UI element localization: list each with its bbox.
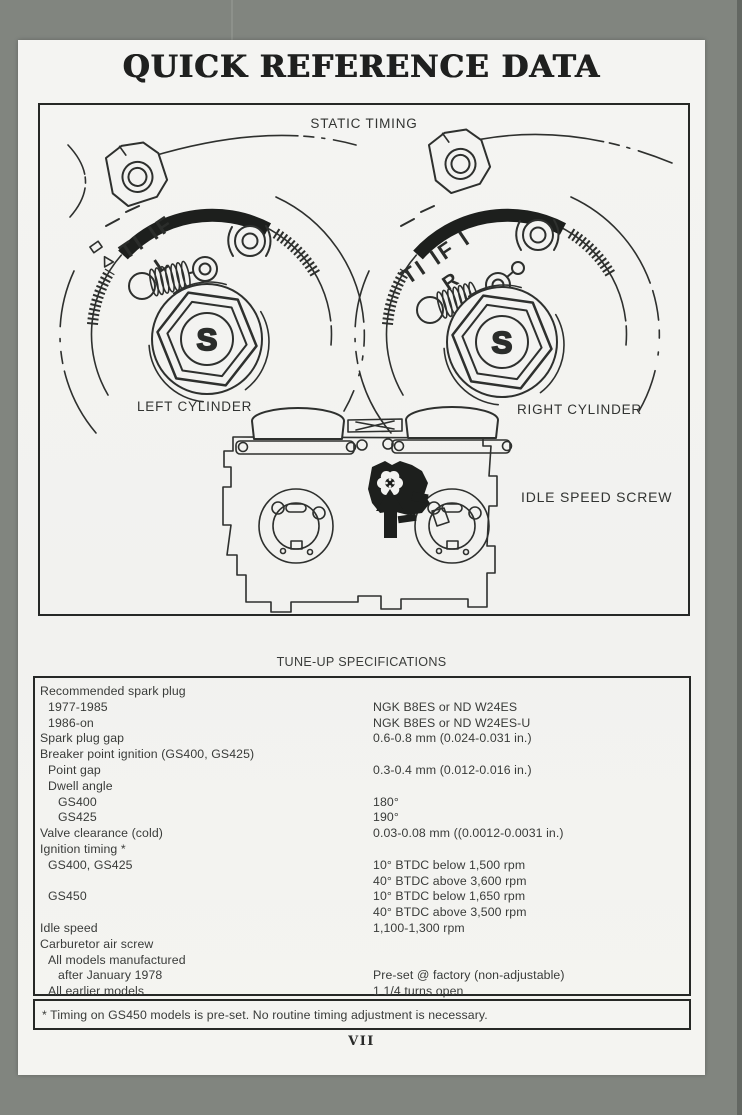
table-row: GS425 190° <box>35 810 689 826</box>
spec-table-heading: TUNE-UP SPECIFICATIONS <box>276 655 447 669</box>
pointer-arrow <box>376 489 404 538</box>
table-row: GS450 10° BTDC below 1,650 rpm <box>35 889 689 905</box>
spec-label: 1986-on <box>48 715 94 730</box>
scan-edge-shadow <box>737 0 742 1115</box>
diagram-heading: STATIC TIMING <box>310 116 418 131</box>
spec-value: 1,100-1,300 rpm <box>373 920 465 935</box>
table-row: Recommended spark plug <box>35 684 689 700</box>
spec-value: 180° <box>373 794 399 809</box>
table-row: Point gap 0.3-0.4 mm (0.012-0.016 in.) <box>35 763 689 779</box>
static-timing-figure: TI IF L <box>38 103 690 616</box>
right-cylinder-illustration: TI IF I R <box>354 128 673 434</box>
footnote-box: * Timing on GS450 models is pre-set. No … <box>33 999 691 1030</box>
table-row: after January 1978 Pre-set @ factory (non… <box>35 968 689 984</box>
spec-value: 10° BTDC below 1,500 rpm <box>373 857 526 872</box>
table-row: GS400 180° <box>35 795 689 811</box>
spec-label: Point gap <box>48 762 101 777</box>
spec-label: Valve clearance (cold) <box>40 826 163 841</box>
timing-marks-left: TI IF <box>115 210 179 264</box>
idle-speed-screw <box>368 461 450 527</box>
idle-screw-illustration <box>222 406 513 613</box>
left-cylinder-label: LEFT CYLINDER <box>137 399 253 414</box>
rotor-bolt-left: S <box>148 281 270 403</box>
spec-label: Recommended spark plug <box>40 684 186 698</box>
table-row: Carburetor air screw <box>35 937 689 953</box>
table-row: Ignition timing * <box>35 842 689 858</box>
suzuki-s-logo-left: S <box>197 322 218 357</box>
points-anchor-left <box>227 225 272 257</box>
spec-label: Spark plug gap <box>40 731 125 746</box>
manual-page: QUICK REFERENCE DATA <box>18 40 705 1075</box>
hatched-arc-left <box>382 268 410 326</box>
spec-label: after January 1978 <box>58 968 163 983</box>
hatched-arc-left <box>87 268 115 326</box>
spec-value: 40° BTDC above 3,600 rpm <box>373 873 527 888</box>
spec-value: 0.6-0.8 mm (0.024-0.031 in.) <box>373 731 532 746</box>
spec-value: NGK B8ES or ND W24ES <box>373 699 518 714</box>
timing-illustration: TI IF L <box>59 128 673 613</box>
spec-value: 0.03-0.08 mm ((0.0012-0.0031 in.) <box>373 826 564 841</box>
spec-label: Ignition timing * <box>40 841 126 856</box>
spec-label: Breaker point ignition (GS400, GS425) <box>40 747 255 762</box>
spec-label: All models manufactured <box>48 952 186 967</box>
cam-end-component-right <box>427 128 492 195</box>
spec-value: 40° BTDC above 3,500 rpm <box>373 905 527 920</box>
table-row: 1986-on NGK B8ES or ND W24ES-U <box>35 716 689 732</box>
table-row: Breaker point ignition (GS400, GS425) <box>35 747 689 763</box>
spec-label: GS425 <box>58 810 97 825</box>
page-title: QUICK REFERENCE DATA <box>122 49 601 85</box>
idle-speed-screw-label: IDLE SPEED SCREW <box>521 489 673 505</box>
cam-end-component-left <box>104 141 169 208</box>
table-row: 40° BTDC above 3,600 rpm <box>35 874 689 890</box>
spec-value: NGK B8ES or ND W24ES-U <box>373 715 531 730</box>
table-row: Valve clearance (cold) 0.03-0.08 mm ((0.0… <box>35 826 689 842</box>
table-row: All earlier models 1 1/4 turns open <box>35 984 689 1000</box>
left-cylinder-illustration: TI IF L <box>59 134 366 434</box>
rotor-bolt-right: S <box>443 284 565 406</box>
hatched-arc-right <box>567 228 616 278</box>
footnote-text: * Timing on GS450 models is pre-set. No … <box>42 1008 488 1022</box>
hatched-arc-right <box>272 228 321 278</box>
spec-label: GS400, GS425 <box>48 857 133 872</box>
page-number: VII <box>348 1034 375 1049</box>
spec-value: 0.3-0.4 mm (0.012-0.016 in.) <box>373 762 532 777</box>
points-anchor-right <box>515 219 560 251</box>
spec-value: 10° BTDC below 1,650 rpm <box>373 889 526 904</box>
table-row: Idle speed 1,100-1,300 rpm <box>35 921 689 937</box>
spec-label: All earlier models <box>48 984 145 999</box>
spec-label: Idle speed <box>40 920 98 935</box>
table-row: 1977-1985 NGK B8ES or ND W24ES <box>35 700 689 716</box>
spec-label: GS450 <box>48 889 87 904</box>
table-row: GS400, GS425 10° BTDC below 1,500 rpm <box>35 858 689 874</box>
table-row: All models manufactured <box>35 953 689 969</box>
spec-label: GS400 <box>58 794 97 809</box>
spec-value: 1 1/4 turns open <box>373 984 464 999</box>
spec-label: 1977-1985 <box>48 699 108 714</box>
scan-seam-artifact <box>231 0 233 40</box>
table-row: 40° BTDC above 3,500 rpm <box>35 905 689 921</box>
spec-label: Carburetor air screw <box>40 936 154 951</box>
table-row: Spark plug gap 0.6-0.8 mm (0.024-0.031 in… <box>35 731 689 747</box>
spec-label: Dwell angle <box>48 778 113 793</box>
advance-arc <box>118 208 272 260</box>
table-row: Dwell angle <box>35 779 689 795</box>
suzuki-s-logo-right: S <box>492 325 513 360</box>
spec-value: Pre-set @ factory (non-adjustable) <box>373 968 565 983</box>
spec-value: 190° <box>373 810 399 825</box>
right-cylinder-label: RIGHT CYLINDER <box>517 402 642 417</box>
